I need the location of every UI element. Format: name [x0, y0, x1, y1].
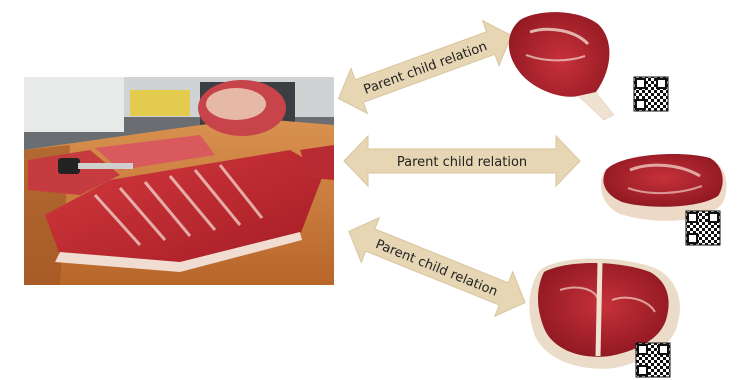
relation-label-2: Parent child relation: [397, 155, 527, 170]
relation-label-1: Parent child relation: [362, 39, 490, 98]
relation-arrow-3: Parent child relation: [340, 209, 534, 325]
qr-code-icon: [636, 343, 670, 377]
qr-code-icon: [686, 211, 720, 245]
relation-arrow-2: Parent child relation: [344, 136, 580, 186]
relation-label-3: Parent child relation: [373, 237, 499, 300]
relation-arrow-1: Parent child relation: [330, 13, 519, 121]
parent-carcass-photo: [24, 77, 334, 285]
child-steak-1: [509, 12, 614, 120]
qr-code-icon: [634, 77, 668, 111]
